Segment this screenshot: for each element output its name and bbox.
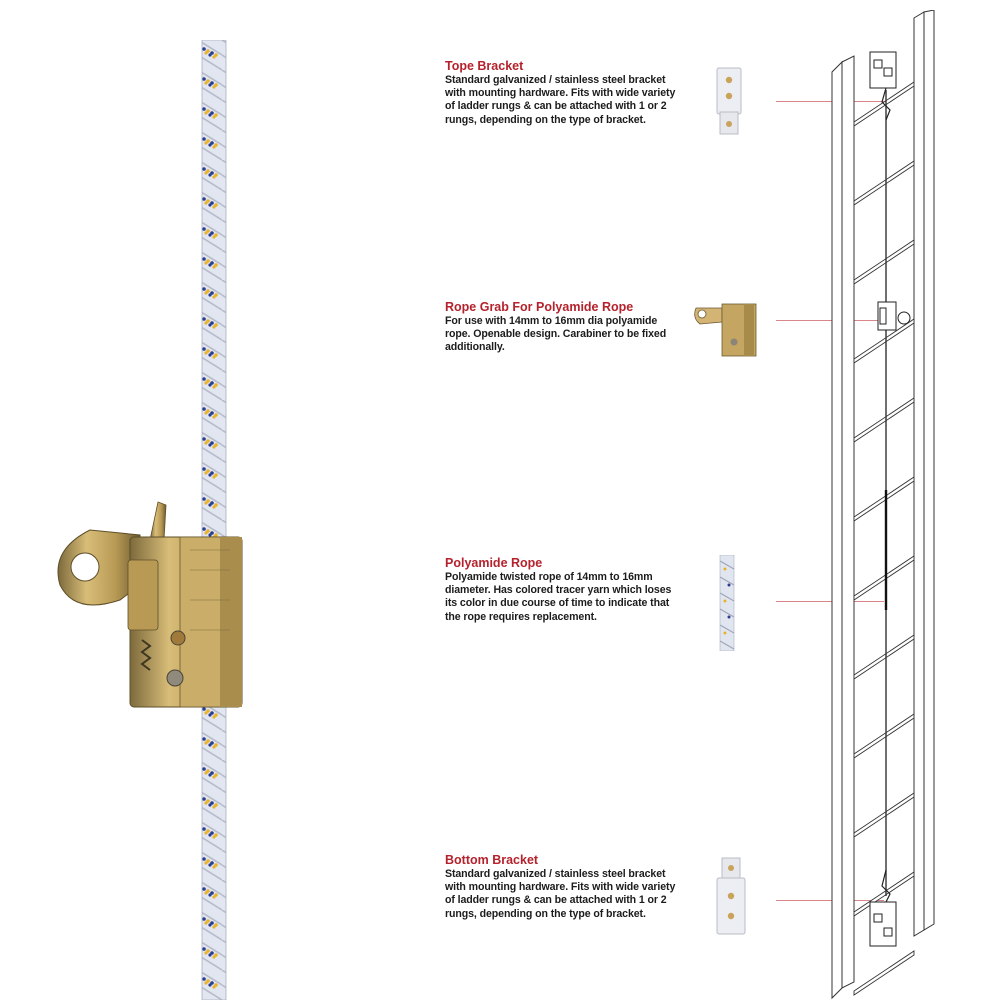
ladder-rung bbox=[853, 634, 915, 680]
grab-body bbox=[127, 536, 243, 708]
ladder-right-rail bbox=[913, 10, 935, 937]
ladder-rung bbox=[853, 555, 915, 601]
ladder-rung bbox=[853, 950, 915, 996]
top-bracket-icon bbox=[714, 66, 744, 138]
feature-description: Standard galvanized / stainless steel br… bbox=[445, 868, 676, 920]
ladder-rung bbox=[853, 713, 915, 759]
rope-grab-icon bbox=[692, 300, 758, 358]
polyamide-rope-icon bbox=[716, 555, 738, 651]
feature-bottom-bracket: Bottom Bracket Standard galvanized / sta… bbox=[445, 853, 685, 921]
ladder-left-rail bbox=[831, 55, 855, 1000]
feature-description: For use with 14mm to 16mm dia polyamide … bbox=[445, 315, 667, 354]
leader-line-rope-grab bbox=[776, 320, 884, 321]
ladder-bottom-bracket bbox=[869, 869, 897, 947]
grab-lever bbox=[149, 501, 167, 541]
ladder-rungs bbox=[853, 81, 915, 996]
ladder-rung bbox=[853, 792, 915, 838]
ladder-system-diagram bbox=[820, 10, 950, 1000]
feature-description: Polyamide twisted rope of 14mm to 16mm d… bbox=[445, 571, 672, 623]
ladder-rung bbox=[853, 871, 915, 917]
ladder-rung bbox=[853, 160, 915, 206]
grab-eye-ring bbox=[57, 529, 141, 606]
feature-title: Bottom Bracket bbox=[445, 853, 539, 867]
ladder-rope-grab bbox=[877, 301, 911, 331]
ladder-rung bbox=[853, 239, 915, 285]
ladder-rung bbox=[853, 397, 915, 443]
feature-description: Standard galvanized / stainless steel br… bbox=[445, 74, 676, 126]
feature-title: Polyamide Rope bbox=[445, 556, 543, 570]
bottom-bracket-icon bbox=[714, 856, 748, 938]
rope-with-grab-illustration bbox=[57, 40, 243, 1000]
feature-polyamide-rope: Polyamide Rope Polyamide twisted rope of… bbox=[445, 556, 685, 624]
rope-grab-product-photo bbox=[30, 40, 290, 1000]
feature-rope-grab: Rope Grab For Polyamide Rope For use wit… bbox=[445, 300, 685, 355]
ladder-top-bracket bbox=[869, 51, 897, 121]
feature-top-bracket: Tope Bracket Standard galvanized / stain… bbox=[445, 59, 685, 127]
rope-strand bbox=[201, 40, 227, 1000]
feature-title: Rope Grab For Polyamide Rope bbox=[445, 300, 634, 314]
feature-title: Tope Bracket bbox=[445, 59, 524, 73]
leader-line-rope bbox=[776, 601, 884, 602]
leader-line-bottom-bracket bbox=[776, 900, 884, 901]
ladder-rung bbox=[853, 476, 915, 522]
ladder-rung bbox=[853, 318, 915, 364]
